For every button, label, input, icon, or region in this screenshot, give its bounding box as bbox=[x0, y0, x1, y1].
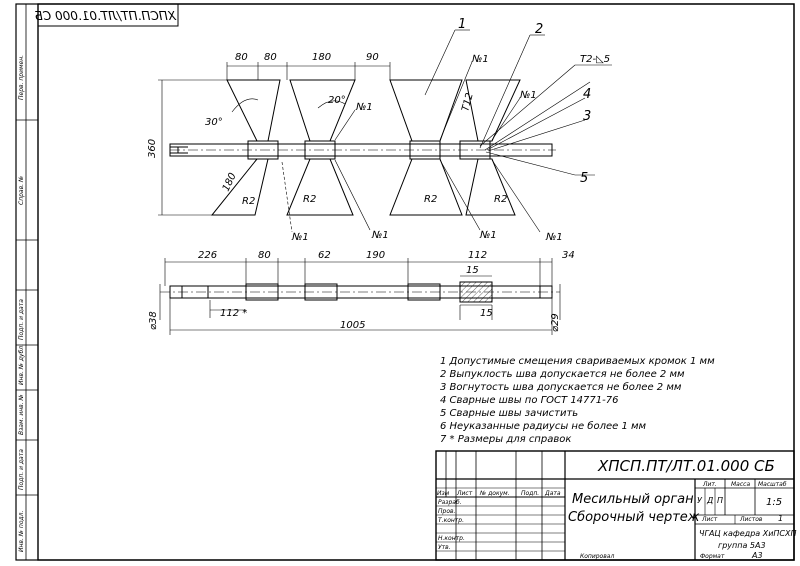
dim-1005: 1005 bbox=[340, 320, 365, 331]
sheets-label: Листов bbox=[739, 516, 763, 523]
weld-mark-5: №1 bbox=[371, 230, 389, 241]
dim-dia-38: ⌀38 bbox=[148, 311, 159, 330]
callout-5: 5 bbox=[580, 171, 588, 186]
sheet-label: Лист bbox=[701, 516, 718, 523]
side-cell-4: Инв. № дубл. bbox=[18, 344, 25, 385]
dim-r2-b: R2 bbox=[303, 194, 316, 205]
note-4: 4 Сварные швы по ГОСТ 14771-76 bbox=[440, 395, 618, 406]
callout-1: 1 bbox=[458, 17, 466, 32]
col-izm: Изм bbox=[437, 490, 450, 497]
role-prov: Пров. bbox=[438, 508, 456, 515]
side-cell-5: Взам. инв. № bbox=[18, 394, 25, 435]
dim-side-80: 80 bbox=[258, 250, 271, 261]
callout-4: 4 bbox=[583, 87, 591, 102]
weld-mark-2: №1 bbox=[471, 54, 489, 65]
dim-226: 226 bbox=[198, 250, 217, 261]
stamp-code-mirrored: ХПСП.ПТ/ЛТ.01.000 СБ bbox=[35, 9, 177, 23]
dim-62: 62 bbox=[318, 250, 331, 261]
dim-90: 90 bbox=[366, 52, 379, 63]
dim-15-bottom: 15 bbox=[480, 308, 493, 319]
note-3: 3 Вогнутость шва допускается не более 2 … bbox=[440, 381, 682, 393]
dim-80a: 80 bbox=[235, 52, 248, 63]
side-strip bbox=[16, 4, 38, 560]
dim-80b: 80 bbox=[264, 52, 277, 63]
dim-112-ref: 112 * bbox=[220, 308, 247, 319]
technical-notes: 1 Допустимые смещения свариваемых кромок… bbox=[440, 356, 715, 445]
dim-angle-20: 20° bbox=[328, 95, 346, 106]
lit-p: П bbox=[717, 496, 723, 505]
side-view bbox=[159, 258, 561, 335]
role-nkontr: Н.контр. bbox=[438, 535, 465, 542]
weld-mark-6: №1 bbox=[479, 230, 497, 241]
dim-t12: Т12 bbox=[460, 92, 476, 113]
weld-mark-7: №1 bbox=[545, 232, 563, 243]
outer-frame bbox=[15, 3, 795, 561]
scale-value: 1:5 bbox=[766, 497, 782, 508]
side-cell-6: Подп. и дата bbox=[18, 449, 25, 490]
lit-header: Лит. bbox=[702, 481, 717, 488]
title-name-2: Сборочный чертеж bbox=[568, 510, 700, 525]
kopiroval: Копировал bbox=[580, 553, 614, 560]
role-razrab: Разраб. bbox=[438, 499, 462, 506]
org-line-1: ЧГАЦ кафедра ХиПСХП bbox=[699, 529, 797, 538]
col-date: Дата bbox=[544, 490, 561, 497]
mass-header: Масса bbox=[731, 481, 750, 488]
weld-mark-3: №1 bbox=[519, 90, 537, 101]
note-6: 6 Неуказанные радиусы не более 1 мм bbox=[440, 420, 647, 432]
title-code: ХПСП.ПТ/ЛТ.01.000 СБ bbox=[597, 457, 775, 475]
dim-15-top: 15 bbox=[466, 265, 479, 276]
role-utv: Утв. bbox=[438, 544, 451, 551]
callout-2: 2 bbox=[535, 22, 543, 37]
title-name-1: Месильный орган bbox=[572, 492, 694, 507]
dim-r2-c: R2 bbox=[424, 194, 437, 205]
dim-180-angled: 180 bbox=[221, 171, 239, 193]
side-cell-7: Инв. № подл. bbox=[18, 511, 25, 552]
role-tkontr: Т.контр. bbox=[438, 517, 464, 524]
dim-360: 360 bbox=[147, 139, 158, 158]
lit-u: У bbox=[697, 496, 703, 505]
scale-header: Масштаб bbox=[758, 481, 787, 488]
side-cell-2: Справ. № bbox=[18, 176, 25, 205]
note-5: 5 Сварные швы зачистить bbox=[440, 408, 578, 419]
format-label: Формат bbox=[700, 553, 725, 560]
side-view-labels: 226 80 62 190 112 34 15 15 112 * 1005 ⌀3… bbox=[148, 250, 575, 332]
weld-mark-4: №1 bbox=[291, 232, 309, 243]
dim-side-112: 112 bbox=[468, 250, 487, 261]
dim-180: 180 bbox=[312, 52, 331, 63]
dim-r2-d: R2 bbox=[494, 194, 507, 205]
dim-190: 190 bbox=[366, 250, 385, 261]
format-value: А3 bbox=[751, 551, 763, 560]
side-cell-3: Подп. и дата bbox=[18, 299, 25, 340]
top-view bbox=[158, 29, 612, 233]
col-list: Лист bbox=[456, 490, 473, 497]
dim-34: 34 bbox=[562, 250, 575, 261]
dim-angle-30: 30° bbox=[205, 117, 223, 128]
callout-3: 3 bbox=[583, 109, 591, 124]
note-1: 1 Допустимые смещения свариваемых кромок… bbox=[440, 356, 715, 367]
dim-r2-a: R2 bbox=[242, 196, 255, 207]
weld-mark-1: №1 bbox=[355, 102, 373, 113]
col-doc: № докум. bbox=[479, 490, 510, 497]
inner-frame bbox=[37, 3, 795, 561]
side-cell-1: Перв. примен. bbox=[18, 55, 25, 100]
col-sign: Подп. bbox=[521, 490, 539, 497]
title-block bbox=[435, 450, 795, 561]
top-view-labels: 80 80 180 90 360 180 R2 R2 R2 R2 30° 20°… bbox=[147, 17, 610, 243]
org-line-2: группа 5А3 bbox=[718, 541, 766, 550]
note-2: 2 Выпуклость шва допускается не более 2 … bbox=[440, 368, 685, 380]
note-7: 7 * Размеры для справок bbox=[440, 434, 571, 445]
title-block-text: ХПСП.ПТ/ЛТ.01.000 СБ Месильный орган Сбо… bbox=[437, 457, 797, 560]
weld-symbol: T2-◺5 bbox=[580, 54, 610, 65]
lit-d: Д bbox=[706, 496, 713, 505]
sheets-value: 1 bbox=[778, 514, 783, 523]
dim-dia-29: ⌀29 bbox=[550, 313, 561, 332]
